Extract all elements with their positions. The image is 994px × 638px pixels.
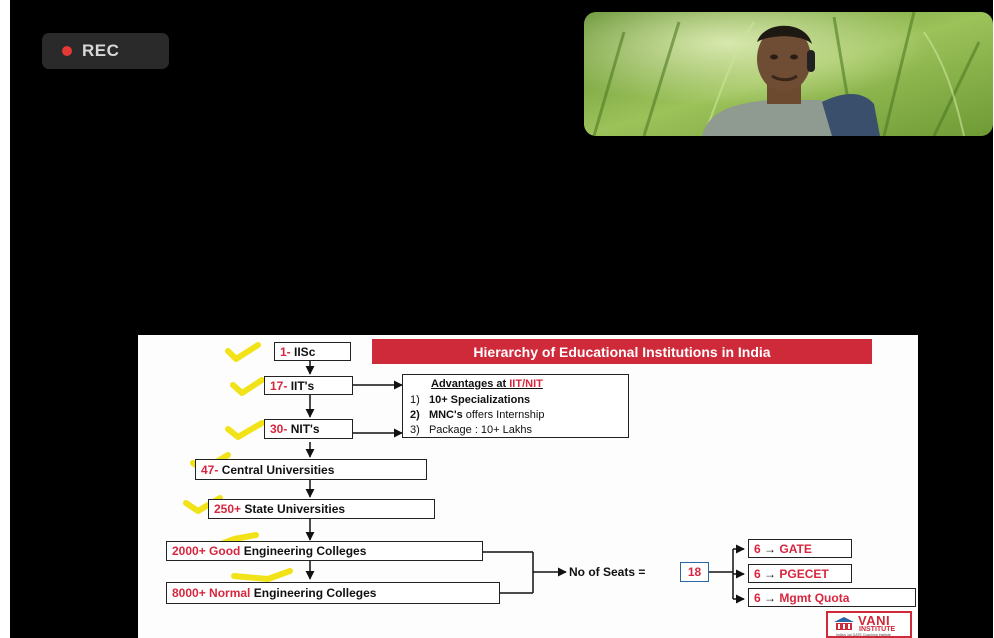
checkmark-icon: [225, 342, 261, 362]
checkmark-icon: [230, 377, 265, 396]
quota-mgmt: 6 → Mgmt Quota: [748, 588, 916, 607]
level-name: IISc: [294, 344, 316, 359]
level-count: 2000+ Good: [172, 544, 241, 558]
level-count: 30-: [270, 422, 288, 436]
checkmark-icon: [231, 568, 293, 582]
level-normal-engineering-colleges: 8000+ Normal Engineering Colleges: [166, 582, 500, 604]
recording-label: REC: [82, 41, 120, 60]
level-name: Central Universities: [221, 462, 335, 477]
advantage-item: 2) MNC's offers Internship: [410, 409, 545, 421]
institute-building-icon: [834, 617, 854, 630]
advantages-box: Advantages at IIT/NIT 1) 10+ Specializat…: [402, 374, 629, 438]
webcam-feed-image: [584, 12, 993, 136]
quota-gate: 6 → GATE: [748, 539, 852, 558]
level-count: 250+: [214, 502, 242, 516]
logo-name: VANI: [858, 613, 891, 628]
logo-tagline: India's 1st GATE Coaching Institute: [836, 633, 891, 637]
level-iisc: 1- IISc: [274, 342, 351, 361]
level-nits: 30- NIT's: [264, 419, 353, 439]
level-count: 8000+ Normal: [172, 586, 251, 600]
webcam-video-tile[interactable]: [584, 12, 993, 136]
presentation-slide: Hierarchy of Educational Institutions in…: [138, 335, 918, 638]
level-name: Engineering Colleges: [253, 586, 377, 600]
seats-label: No of Seats =: [569, 565, 646, 579]
level-count: 1-: [280, 344, 291, 359]
level-good-engineering-colleges: 2000+ Good Engineering Colleges: [166, 541, 483, 561]
level-count: 47-: [201, 462, 219, 477]
video-stage: REC: [10, 0, 993, 638]
level-state-universities: 250+ State Universities: [208, 499, 435, 519]
record-dot-icon: [62, 46, 72, 56]
seats-value: 18: [680, 562, 709, 582]
level-name: Engineering Colleges: [243, 544, 367, 558]
checkmark-icon: [225, 420, 265, 440]
level-iits: 17- IIT's: [264, 376, 353, 395]
advantage-item: 1) 10+ Specializations: [410, 394, 531, 406]
level-name: State Universities: [244, 502, 346, 516]
level-central-universities: 47- Central Universities: [195, 459, 427, 480]
advantages-heading: Advantages at IIT/NIT: [431, 378, 543, 390]
advantage-item: 3) Package : 10+ Lakhs: [410, 424, 532, 436]
quota-pgecet: 6 → PGECET: [748, 564, 852, 583]
logo-subtitle: INSTITUTE: [859, 626, 896, 633]
level-name: IIT's: [290, 378, 315, 393]
recording-indicator: REC: [42, 33, 169, 69]
slide-title: Hierarchy of Educational Institutions in…: [372, 339, 872, 364]
level-name: NIT's: [290, 422, 320, 436]
level-count: 17-: [270, 378, 288, 393]
vani-institute-logo: VANI INSTITUTE India's 1st GATE Coaching…: [826, 611, 912, 638]
